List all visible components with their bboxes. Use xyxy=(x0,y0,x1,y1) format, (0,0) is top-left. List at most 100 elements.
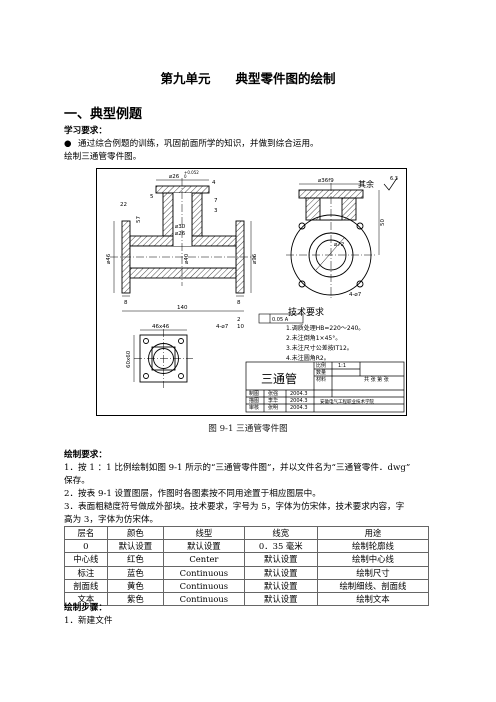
table-cell: Continuous xyxy=(163,591,245,607)
dim-d46: ⌀46 xyxy=(106,253,112,264)
tb-date-1: 2004.3 xyxy=(290,391,308,397)
table-row: 0 默认设置 默认设置 0．35 毫米 绘制轮廓线 xyxy=(64,539,430,554)
top-view xyxy=(133,313,304,388)
tb-role-3: 审核 xyxy=(249,404,259,411)
table-row: 剖面线 黄色 Continuous 默认设置 绘制细线、剖面线 xyxy=(64,578,430,593)
learning-task: 绘制三通管零件图。 xyxy=(64,152,142,162)
figure-caption: 图 9-1 三通管零件图 xyxy=(208,424,288,434)
tb-name-1: 张强 xyxy=(268,390,278,397)
dim-60x60: 60x60 xyxy=(126,350,132,368)
dim-4: 4 xyxy=(212,180,216,186)
tb-date-3: 2004.3 xyxy=(290,405,308,411)
table-header: 颜色 xyxy=(106,525,165,541)
dim-7: 7 xyxy=(214,198,218,204)
tb-name-2: 李华 xyxy=(268,397,278,404)
dim-10: 10 xyxy=(237,324,244,330)
sheet-label: 共 张 第 张 xyxy=(364,376,389,383)
section-heading: 一、典型例题 xyxy=(64,107,143,122)
draw-req-item1-a: 1．按 1 ：1 比例绘制如图 9-1 所示的“三通管零件图”，并以文件名为“三… xyxy=(64,463,411,473)
dimension-labels: ⌀26 +0.052 0 4 22 5 7 57 3 ⌀30 ⌀26 ⌀46 ⌀… xyxy=(106,170,386,368)
table-cell: 紫色 xyxy=(106,591,165,607)
table-cell: 绘制细线、剖面线 xyxy=(316,578,430,593)
draw-req-heading: 绘制要求： xyxy=(64,450,107,460)
table-cell: 红色 xyxy=(106,552,165,567)
drawing-frame xyxy=(96,168,407,416)
dim-d26b: ⌀26 xyxy=(175,231,186,237)
table-cell: 默认设置 xyxy=(243,565,318,580)
table-cell: Continuous xyxy=(163,565,245,580)
dim-d72: ⌀72 xyxy=(334,242,344,248)
draw-req-item3-b: 高为 3，字体为仿宋体。 xyxy=(64,515,159,525)
table-cell: 0．35 毫米 xyxy=(243,539,318,554)
table-cell: 文本 xyxy=(64,591,108,607)
table-cell: 蓝色 xyxy=(106,565,165,580)
table-header: 线宽 xyxy=(243,525,318,541)
dim-57: 57 xyxy=(136,216,142,223)
school-name: 安徽电气工程职业技术学院 xyxy=(320,398,374,405)
title-block xyxy=(245,361,405,413)
part-name: 三通管 xyxy=(261,371,297,386)
table-header: 用途 xyxy=(316,525,430,541)
dim-d26: ⌀26 xyxy=(169,174,180,180)
table-row: 文本 紫色 Continuous 默认设置 绘制文本 xyxy=(64,591,430,607)
front-section-view xyxy=(110,178,256,312)
draw-req-item1-b: 保存。 xyxy=(64,476,90,486)
dim-46x46: 46x46 xyxy=(152,324,170,330)
dim-22: 22 xyxy=(120,202,127,208)
dim-140: 140 xyxy=(177,305,188,311)
tech-item-1: 1.调质处理HB=220～240。 xyxy=(286,324,364,332)
dim-50: 50 xyxy=(380,219,386,226)
dim-d40: ⌀40 xyxy=(184,253,190,264)
roughness-value: 6.3 xyxy=(390,176,398,182)
table-cell: 默认设置 xyxy=(163,539,245,554)
table-cell: 默认设置 xyxy=(243,591,318,607)
tb-name-3: 张明 xyxy=(268,404,278,411)
table-cell: Center xyxy=(163,552,245,567)
table-cell: Continuous xyxy=(163,578,245,593)
ratio-label: 比例 xyxy=(316,362,326,369)
tech-item-2: 2.未注倒角1×45°。 xyxy=(286,334,341,342)
roughness-note: 其余 xyxy=(358,179,374,189)
dim-8b: 8 xyxy=(237,300,241,306)
table-cell: 默认设置 xyxy=(106,539,165,554)
dim-2: 2 xyxy=(237,317,241,323)
table-cell: 黄色 xyxy=(106,578,165,593)
dim-d26-tol: +0.052 xyxy=(184,170,199,175)
dim-3: 3 xyxy=(214,208,218,214)
table-cell: 绘制中心线 xyxy=(316,552,430,567)
table-cell: 默认设置 xyxy=(243,552,318,567)
table-cell: 中心线 xyxy=(64,552,108,567)
table-cell: 标注 xyxy=(64,565,108,580)
end-view xyxy=(286,183,380,300)
tech-item-3: 3.未注尺寸公差按IT12。 xyxy=(286,344,353,352)
material-label: 材料 xyxy=(316,376,326,383)
table-cell: 0 xyxy=(64,539,108,554)
tech-item-4: 4.未注圆角R2。 xyxy=(286,354,330,362)
table-cell: 绘制轮廓线 xyxy=(316,539,430,554)
learning-bullet-text: 通过综合例题的训练，巩固前面所学的知识，并做到综合运用。 xyxy=(78,139,319,149)
tolerance-frame: 0.05 A xyxy=(272,317,289,323)
tb-date-2: 2004.3 xyxy=(290,398,308,404)
dim-d96: ⌀96 xyxy=(252,253,258,264)
table-cell: 绘制尺寸 xyxy=(316,565,430,580)
table-header-row: 层名 颜色 线型 线宽 用途 xyxy=(64,525,430,541)
tb-role-1: 制图 xyxy=(249,390,259,397)
table-cell: 绘制文本 xyxy=(316,591,430,607)
qty-label: 数量 xyxy=(316,369,326,376)
dim-4phi7: 4-⌀7 xyxy=(349,292,362,298)
dim-8a: 8 xyxy=(124,300,128,306)
table-cell: 剖面线 xyxy=(64,578,108,593)
dim-4phi7b: 4-⌀7 xyxy=(216,324,229,330)
table-row: 中心线 红色 Center 默认设置 绘制中心线 xyxy=(64,552,430,567)
learning-heading: 学习要求： xyxy=(64,126,107,136)
ratio-value: 1:1 xyxy=(338,363,346,369)
steps-item1: 1．新建文件 xyxy=(64,616,113,626)
dim-d36f9: ⌀36f9 xyxy=(318,178,334,184)
dim-d30: ⌀30 xyxy=(175,224,186,230)
dim-d26-tol2: 0 xyxy=(184,174,187,179)
three-way-pipe-drawing: ⌀26 +0.052 0 4 22 5 7 57 3 ⌀30 ⌀26 ⌀46 ⌀… xyxy=(96,168,407,416)
tb-role-2: 描图 xyxy=(249,397,259,404)
table-cell: 默认设置 xyxy=(243,578,318,593)
page-title: 第九单元 典型零件图的绘制 xyxy=(160,71,336,86)
layer-table: 层名 颜色 线型 线宽 用途 0 默认设置 默认设置 0．35 毫米 绘制轮廓线… xyxy=(64,525,430,607)
